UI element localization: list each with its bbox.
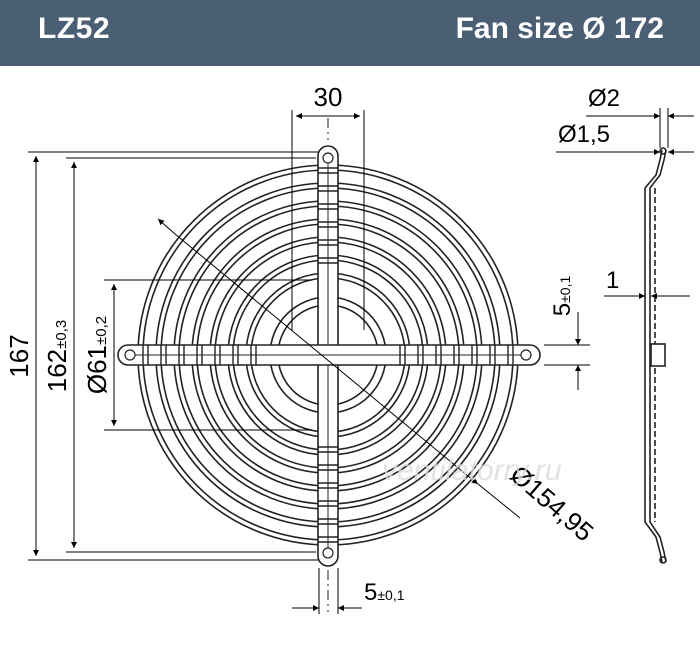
dim-wire-diameter-label: Ø2 [588, 85, 620, 112]
dim-side-offset-label: 1 [606, 267, 619, 294]
dim-inner-wire-diameter-label: Ø1,5 [558, 121, 610, 148]
dim-outer-diameter [157, 218, 521, 519]
dim-ring-height-label: 162±0,3 [42, 320, 72, 392]
dim-strut-width-label: 5±0,1 [549, 276, 576, 317]
technical-drawing: 30 167 162±0,3 Ø61±0,2 5±0,1 5±0,1 [4, 82, 694, 614]
dim-wire-diameter [586, 108, 694, 148]
dim-bottom-width-label: 5±0,1 [364, 579, 405, 606]
dim-inner-diameter-label: Ø61±0,2 [82, 316, 112, 394]
side-view [644, 147, 667, 564]
strut-ring-ticks [142, 167, 514, 543]
dim-overall-height [28, 151, 318, 561]
title-bar: LZ52 Fan size Ø 172 [0, 0, 700, 66]
watermark: ventilatorry.ru [382, 454, 562, 487]
dim-top-width-label: 30 [314, 82, 343, 112]
dim-overall-height-label: 167 [4, 334, 34, 377]
dim-top-width [291, 110, 365, 330]
dim-ring-height [66, 157, 316, 553]
fan-size-label: Fan size Ø 172 [455, 12, 664, 45]
horizontal-strut [117, 344, 541, 366]
model-code: LZ52 [38, 12, 111, 45]
dim-bottom-width [292, 568, 362, 614]
dim-inner-diameter [104, 279, 312, 431]
dim-strut-width [544, 312, 590, 390]
